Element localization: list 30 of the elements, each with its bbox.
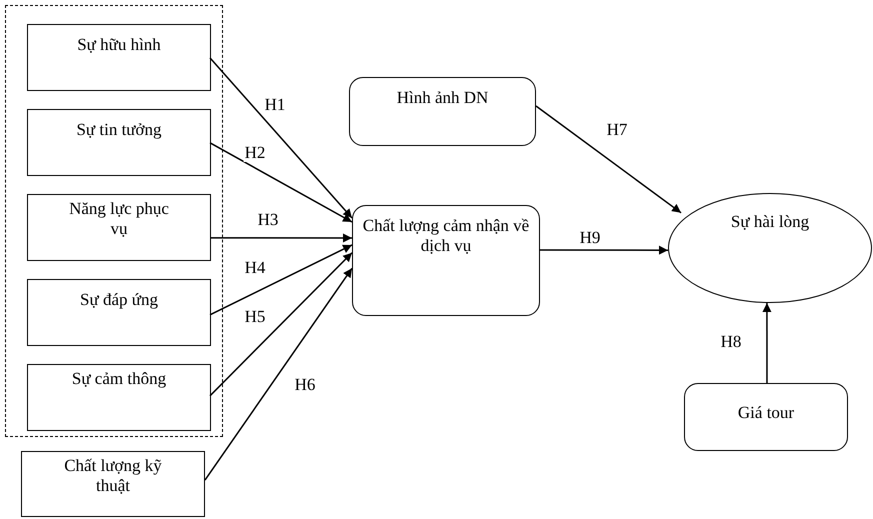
arrow xyxy=(210,142,352,223)
arrow xyxy=(209,252,353,396)
rounded-box xyxy=(352,205,540,316)
node-label: Năng lực phục vụ xyxy=(68,199,170,239)
rounded-box xyxy=(349,77,536,146)
arrow xyxy=(762,303,772,383)
node-label: Sự hữu hình xyxy=(77,35,161,55)
node-label: Sự đáp ứng xyxy=(80,290,158,310)
dashed-group-frame xyxy=(5,5,223,437)
arrow xyxy=(209,57,353,218)
arrow xyxy=(204,268,353,480)
factor-box xyxy=(27,364,211,431)
node-label: Sự tin tưởng xyxy=(76,120,162,140)
factor-box xyxy=(27,279,211,346)
node-label: Giá tour xyxy=(738,403,794,423)
factor-box xyxy=(27,194,211,261)
arrow xyxy=(210,244,352,316)
node-label: Sự cảm thông xyxy=(72,369,166,389)
arrow xyxy=(540,246,668,255)
factor-box xyxy=(27,109,211,176)
node-label: Chất lượng cảm nhận về dịch vụ xyxy=(362,216,530,256)
node-label: Sự hài lòng xyxy=(730,212,810,232)
node-label: Chất lượng kỹ thuật xyxy=(63,456,163,496)
node-label: Hình ảnh DN xyxy=(396,88,488,108)
arrow xyxy=(536,105,682,214)
rounded-box xyxy=(684,383,848,451)
factor-box xyxy=(27,24,211,91)
edge-label: H2 xyxy=(244,144,266,162)
arrow xyxy=(210,233,352,242)
factor-box xyxy=(21,451,205,517)
